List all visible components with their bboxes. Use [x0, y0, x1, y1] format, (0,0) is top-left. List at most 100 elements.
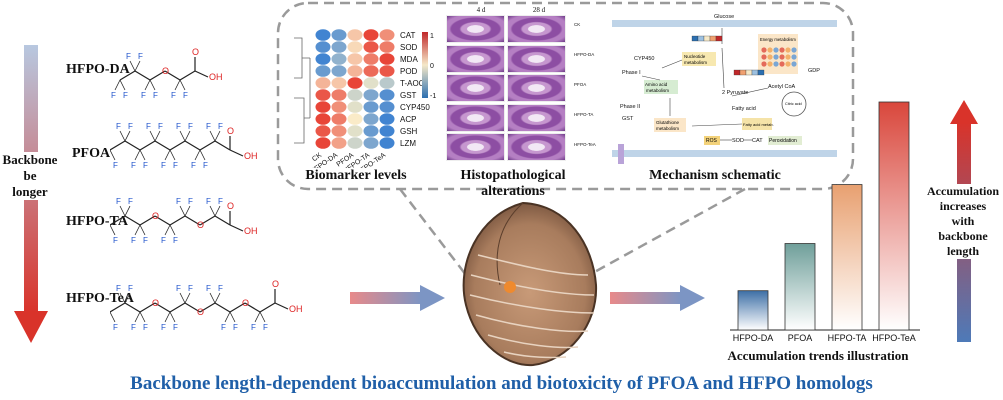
heatmap-cell: [315, 113, 331, 125]
bond: [274, 302, 289, 310]
backbone-arrow-text: Backbone be longer: [0, 152, 60, 200]
fluorine-atom: F: [176, 284, 181, 293]
compound-label-pfoa: PFOA: [72, 146, 111, 161]
clam-illustration: [462, 201, 598, 367]
heatmap-cell: [347, 29, 363, 41]
bond: [119, 130, 126, 142]
heatmap-cell: [379, 53, 395, 65]
oxygen-atom: O: [162, 66, 169, 76]
fluorine-atom: F: [173, 161, 178, 170]
heatmap-cell: [315, 41, 331, 53]
metabolite-dot: [785, 61, 791, 67]
bond: [110, 302, 126, 313]
bond: [194, 149, 201, 161]
bond: [184, 215, 201, 226]
cell-membrane: [612, 20, 837, 27]
fluorine-atom: F: [161, 161, 166, 170]
bond: [144, 79, 151, 91]
bond: [154, 215, 171, 226]
histology-image: [507, 103, 566, 132]
fluorine-atom: F: [188, 284, 193, 293]
fluorine-atom: F: [126, 52, 131, 61]
bond: [199, 149, 206, 161]
node-energy: Energy metabolism: [760, 37, 796, 42]
scale-label: 0: [430, 63, 434, 70]
bond: [169, 149, 176, 161]
color-scale: [422, 32, 428, 98]
histology-grid: [446, 15, 568, 163]
oxygen-atom: O: [152, 211, 159, 221]
bond: [139, 215, 156, 226]
oxygen-atom: O: [227, 201, 234, 211]
metabolite-dot: [767, 61, 773, 67]
heatmap-cell: [315, 101, 331, 113]
node-phase-1: Phase I: [622, 70, 641, 76]
heatmap-cell: [347, 113, 363, 125]
fluorine-atom: F: [143, 161, 148, 170]
arrow-text-line: with: [951, 214, 975, 228]
heatmap-cell: [347, 65, 363, 77]
bond: [169, 215, 186, 226]
fluorine-atom: F: [123, 91, 128, 100]
channel: [618, 144, 624, 164]
fluorine-atom: F: [188, 122, 193, 131]
bond: [119, 205, 126, 217]
metabolite-dot: [779, 61, 785, 67]
box-glutathione: [654, 118, 686, 132]
bond: [184, 302, 201, 313]
metabolite-dot: [761, 61, 767, 67]
metabolite-dot: [767, 47, 773, 53]
biomarker-heatmap: CATSODMDAPODT-AOCGSTCYP450ACPGSHLZMCKHFP…: [294, 29, 436, 168]
heatmap-col-label: CK: [311, 152, 323, 164]
fluorine-atom: F: [203, 161, 208, 170]
chemical-structures: FFFFFFOFFOOHFFFFFFFFFFFFFFFFOOHFFFFFFOFF…: [110, 47, 303, 332]
histology-image: [446, 103, 505, 132]
mechanism-row-label: CK: [574, 22, 580, 27]
bond: [209, 205, 216, 217]
heatmap-cell: [315, 29, 331, 41]
fluorine-atom: F: [173, 323, 178, 332]
arrow-text-line: longer: [12, 184, 48, 199]
bar-label: PFOA: [788, 333, 813, 343]
heatmap-cell: [315, 53, 331, 65]
heat-strip: [697, 35, 705, 42]
fluorine-atom: F: [188, 197, 193, 206]
heat-strip: [745, 69, 753, 76]
bond: [214, 140, 231, 151]
fluorine-atom: F: [206, 197, 211, 206]
metabolite-dot: [791, 47, 797, 53]
fluorine-atom: F: [161, 236, 166, 245]
mechanism-row-label: PFOA: [574, 82, 586, 87]
heatmap-cell: [363, 29, 379, 41]
bond: [124, 140, 141, 151]
bond: [119, 70, 136, 81]
arrow-text-line: Backbone: [2, 152, 58, 167]
bond: [229, 224, 244, 232]
node-fatty-acid: Fatty acid: [732, 106, 756, 112]
arrow-text-line: be: [23, 168, 37, 183]
node-glutathione: Glutathione: [656, 120, 680, 125]
compound-label-hfpo-ta: HFPO-TA: [66, 214, 128, 229]
fluorine-atom: F: [141, 91, 146, 100]
bond: [169, 140, 186, 151]
node-gdp: GDP: [808, 68, 820, 74]
heat-strip: [733, 69, 741, 76]
bond: [174, 79, 181, 91]
bond: [254, 311, 261, 323]
bar-hfpo-ta: [831, 184, 863, 331]
bond: [139, 224, 146, 236]
fluorine-atom: F: [206, 284, 211, 293]
node-gst: GST: [622, 116, 634, 122]
bond: [139, 302, 156, 313]
bond: [124, 205, 131, 217]
metabolite-dot: [773, 47, 779, 53]
bond: [179, 205, 186, 217]
fluorine-atom: F: [206, 122, 211, 131]
bar-label: HFPO-TeA: [872, 333, 916, 343]
histology-image: [507, 44, 566, 73]
bond: [169, 311, 176, 323]
fluorine-atom: F: [221, 323, 226, 332]
metabolite-dot: [791, 61, 797, 67]
heatmap-cell: [347, 101, 363, 113]
